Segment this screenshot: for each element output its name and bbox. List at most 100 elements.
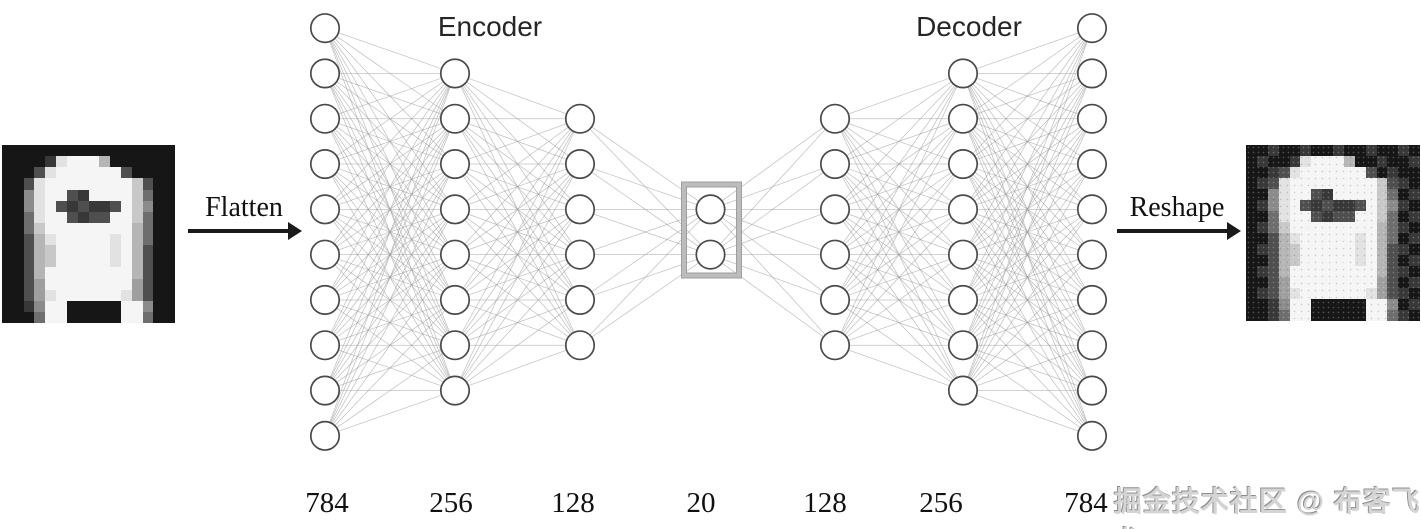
pixel-cell — [1267, 288, 1279, 299]
pixel-cell — [66, 145, 78, 157]
pixel-cell — [1409, 200, 1420, 211]
pixel-cell — [12, 267, 24, 279]
pixel-cell — [1398, 156, 1410, 167]
pixel-cell — [1343, 189, 1355, 200]
pixel-cell — [77, 211, 89, 223]
pixel-cell — [164, 200, 175, 212]
pixel-cell — [34, 278, 46, 290]
pixel-cell — [88, 156, 100, 168]
pixel-cell — [1398, 222, 1410, 233]
network-node-encoder-256 — [439, 375, 471, 406]
pixel-cell — [1278, 277, 1290, 288]
pixel-cell — [131, 234, 143, 246]
pixel-cell — [1333, 288, 1344, 299]
pixel-cell — [1300, 233, 1312, 244]
network-node-decoder-256 — [947, 103, 979, 134]
pixel-cell — [1256, 277, 1268, 288]
pixel-cell — [1354, 211, 1366, 222]
pixel-cell — [1267, 189, 1279, 200]
network-edge — [710, 118, 836, 210]
pixel-cell — [23, 311, 35, 323]
network-node-output — [1076, 149, 1108, 180]
pixel-cell — [1300, 310, 1312, 321]
network-node-encoder-256 — [439, 284, 471, 315]
pixel-cell — [110, 189, 121, 201]
network-edge — [962, 27, 1093, 120]
network-node-decoder-128 — [819, 284, 851, 315]
pixel-cell — [131, 300, 143, 312]
network-node-output — [1076, 284, 1108, 315]
pixel-cell — [23, 300, 35, 312]
pixel-cell — [99, 167, 111, 179]
pixel-cell — [1409, 156, 1420, 167]
pixel-cell — [23, 189, 35, 201]
network-edge — [579, 209, 711, 301]
pixel-cell — [45, 289, 57, 301]
pixel-cell — [2, 245, 13, 257]
network-edge — [324, 73, 456, 210]
network-node-decoder-128 — [819, 103, 851, 134]
pixel-cell — [1300, 288, 1312, 299]
pixel-cell — [2, 145, 13, 157]
pixel-cell — [1343, 222, 1355, 233]
pixel-cell — [1354, 222, 1366, 233]
pixel-cell — [1387, 310, 1399, 321]
pixel-cell — [23, 211, 35, 223]
pixel-cell — [56, 289, 67, 301]
pixel-cell — [88, 267, 100, 279]
pixel-cell — [2, 289, 13, 301]
pixel-cell — [110, 145, 121, 157]
pixel-cell — [110, 245, 121, 257]
pixel-cell — [153, 256, 165, 268]
pixel-cell — [45, 222, 57, 234]
pixel-cell — [1376, 244, 1388, 255]
pixel-cell — [1409, 266, 1420, 277]
network-edge — [962, 27, 1093, 165]
pixel-cell — [1256, 156, 1268, 167]
pixel-cell — [2, 278, 13, 290]
pixel-cell — [1343, 299, 1355, 310]
pixel-cell — [34, 189, 46, 201]
pixel-cell — [45, 234, 57, 246]
layer-size-label-input: 784 — [305, 487, 349, 519]
pixel-cell — [34, 167, 46, 179]
network-edge — [834, 344, 964, 391]
pixel-cell — [1365, 189, 1377, 200]
pixel-cell — [66, 245, 78, 257]
network-node-input — [309, 420, 341, 451]
pixel-cell — [1333, 167, 1344, 178]
network-node-latent — [695, 239, 726, 270]
pixel-cell — [142, 256, 154, 268]
pixel-cell — [56, 200, 67, 212]
network-node-encoder-256 — [439, 103, 471, 134]
pixel-cell — [1278, 189, 1290, 200]
pixel-cell — [1246, 255, 1257, 266]
pixel-cell — [56, 178, 67, 190]
pixel-cell — [23, 256, 35, 268]
pixel-cell — [153, 189, 165, 201]
network-edge — [962, 163, 1093, 391]
pixel-cell — [153, 178, 165, 190]
pixel-cell — [45, 145, 57, 157]
pixel-cell — [153, 156, 165, 168]
pixel-cell — [1278, 255, 1290, 266]
pixel-cell — [131, 156, 143, 168]
pixel-cell — [1365, 277, 1377, 288]
pixel-cell — [131, 211, 143, 223]
pixel-cell — [1333, 200, 1344, 211]
pixel-cell — [1398, 255, 1410, 266]
pixel-cell — [153, 222, 165, 234]
latent-box-inner — [686, 186, 737, 274]
pixel-cell — [88, 200, 100, 212]
network-node-decoder-256 — [947, 239, 979, 270]
pixel-cell — [131, 256, 143, 268]
pixel-cell — [1300, 178, 1312, 189]
pixel-cell — [77, 311, 89, 323]
network-edge — [579, 208, 711, 256]
pixel-cell — [34, 300, 46, 312]
pixel-cell — [110, 222, 121, 234]
pixel-cell — [99, 311, 111, 323]
pixel-cell — [34, 211, 46, 223]
pixel-cell — [131, 245, 143, 257]
pixel-cell — [66, 256, 78, 268]
